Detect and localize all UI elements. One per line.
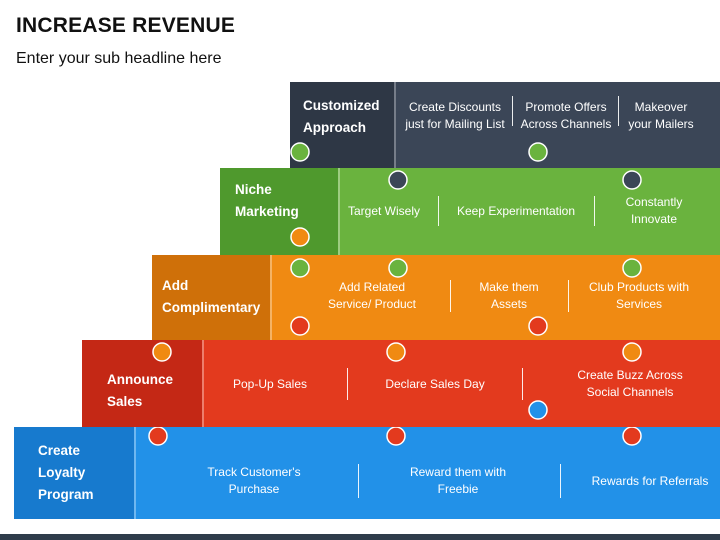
- puzzle-knob: [622, 258, 642, 278]
- page-subtitle: Enter your sub headline here: [16, 50, 222, 67]
- item-target-wisely: Target Wisely: [347, 203, 421, 218]
- item-keep-experimentation: Keep Experimentation: [456, 203, 576, 218]
- tier-customized-approach: [290, 82, 720, 168]
- item-track-purchase: Track Customer's Purchase: [207, 465, 301, 496]
- item-declare-sales-day: Declare Sales Day: [385, 376, 485, 391]
- tier-announce-sales: [82, 340, 720, 427]
- item-make-them-assets: Make them Assets: [479, 280, 539, 311]
- item-reward-freebie: Reward them with Freebie: [409, 465, 507, 496]
- item-rewards-referrals: Rewards for Referrals: [591, 473, 709, 488]
- puzzle-knob: [528, 142, 548, 162]
- item-create-discounts: Create Discounts just for Mailing List: [405, 100, 505, 131]
- puzzle-knob: [388, 170, 408, 190]
- puzzle-knob: [152, 342, 172, 362]
- page-title: INCREASE REVENUE: [16, 14, 236, 37]
- puzzle-knob: [622, 342, 642, 362]
- item-club-products: Club Products with Services: [588, 280, 690, 311]
- tier-add-complimentary: [152, 255, 720, 340]
- puzzle-knob: [290, 227, 310, 247]
- tier-label-customized-approach: Customized Approach: [303, 98, 380, 135]
- puzzle-knob: [290, 258, 310, 278]
- bottom-bar: [0, 534, 720, 540]
- puzzle-knob: [622, 170, 642, 190]
- puzzle-knob: [290, 142, 310, 162]
- item-create-buzz: Create Buzz Across Social Channels: [577, 368, 683, 399]
- puzzle-knob: [386, 342, 406, 362]
- item-promote-offers: Promote Offers Across Channels: [520, 100, 612, 131]
- item-pop-up-sales: Pop-Up Sales: [232, 376, 308, 391]
- puzzle-knob: [528, 316, 548, 336]
- tier-label-add-complimentary: Add Complimentary: [162, 278, 261, 315]
- item-constantly-innovate: Constantly Innovate: [625, 195, 683, 226]
- puzzle-knob: [388, 258, 408, 278]
- tier-label-niche-marketing: Niche Marketing: [235, 182, 299, 219]
- item-makeover-mailers: Makeover your Mailers: [628, 100, 694, 131]
- tier-label-announce-sales: Announce Sales: [107, 372, 173, 409]
- puzzle-knob: [290, 316, 310, 336]
- puzzle-knob: [528, 400, 548, 420]
- tier-create-loyalty-program: [14, 426, 720, 519]
- tier-label-create-loyalty-program: Create Loyalty Program: [38, 443, 94, 502]
- tier-niche-marketing: [220, 168, 720, 255]
- item-add-related-service: Add Related Service/ Product: [327, 280, 417, 311]
